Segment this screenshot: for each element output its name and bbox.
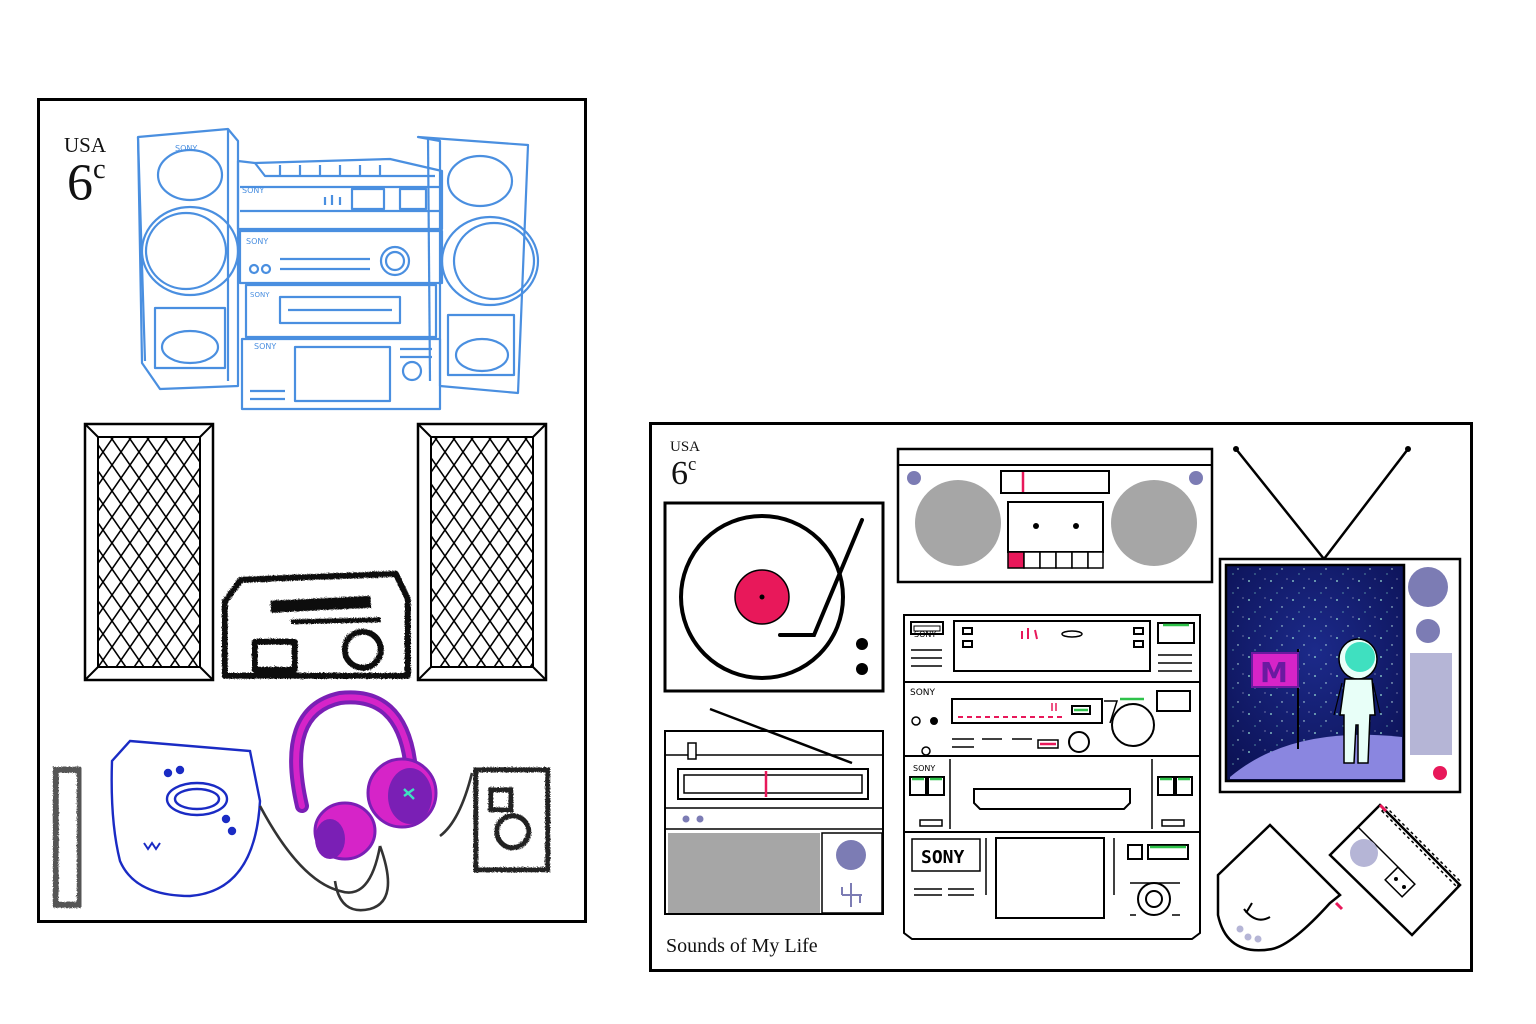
stereo-system-sketch-icon [136, 127, 540, 411]
stereo-brand-label: SONY [914, 630, 936, 639]
speaker-grille-icon [416, 422, 548, 682]
radio-icon [664, 707, 884, 915]
turntable-icon [663, 501, 885, 693]
sketch-brand-label: SONY [175, 144, 197, 153]
right-stamp-artwork: SONY SONY SONY SONY M [663, 446, 1462, 952]
stereo-brand-label: SONY [910, 688, 936, 698]
cd-player-icon [110, 739, 262, 898]
astronaut-icon [1333, 638, 1381, 764]
cd-player-icon [1216, 823, 1344, 952]
stamp-country-label: USA [64, 133, 107, 157]
left-stamp-artwork: SONY SONY SONY SONY SONY [52, 127, 550, 912]
sketch-brand-label: SONY [246, 237, 268, 246]
stamp-caption: Sounds of My Life [666, 935, 818, 957]
stamp-price-unit: c [688, 454, 697, 475]
tv-icon: M [1218, 446, 1462, 794]
sketch-brand-label: SONY [254, 342, 276, 351]
stamp-left: USA 6c [37, 98, 587, 923]
stereo-brand-label: SONY [913, 764, 935, 773]
sketch-brand-label: SONY [242, 186, 264, 195]
stamp-right: USA 6c Sounds of My Life [649, 422, 1473, 972]
remote-icon [52, 766, 82, 907]
stereo-brand-label: SONY [921, 847, 965, 868]
stamp-price: 6c [671, 454, 697, 493]
boombox-scribble-icon [221, 570, 410, 678]
walkman-icon [1328, 803, 1462, 937]
brand-plate [911, 838, 981, 872]
headphone-cable [258, 772, 474, 912]
stamp-price: 6c [67, 154, 106, 212]
stereo-stack-icon [903, 614, 1201, 940]
stamp-price-value: 6 [67, 154, 93, 212]
stamp-price-value: 6 [671, 455, 688, 493]
flag-letter: M [1260, 656, 1288, 689]
headphones-icon [289, 690, 438, 861]
boombox-icon [896, 447, 1214, 584]
stamp-country-label: USA [670, 439, 701, 455]
sketch-brand-label: SONY [250, 291, 270, 299]
speaker-grille-icon [83, 422, 215, 682]
walkman-icon [472, 766, 550, 872]
stamp-price-unit: c [93, 154, 106, 185]
